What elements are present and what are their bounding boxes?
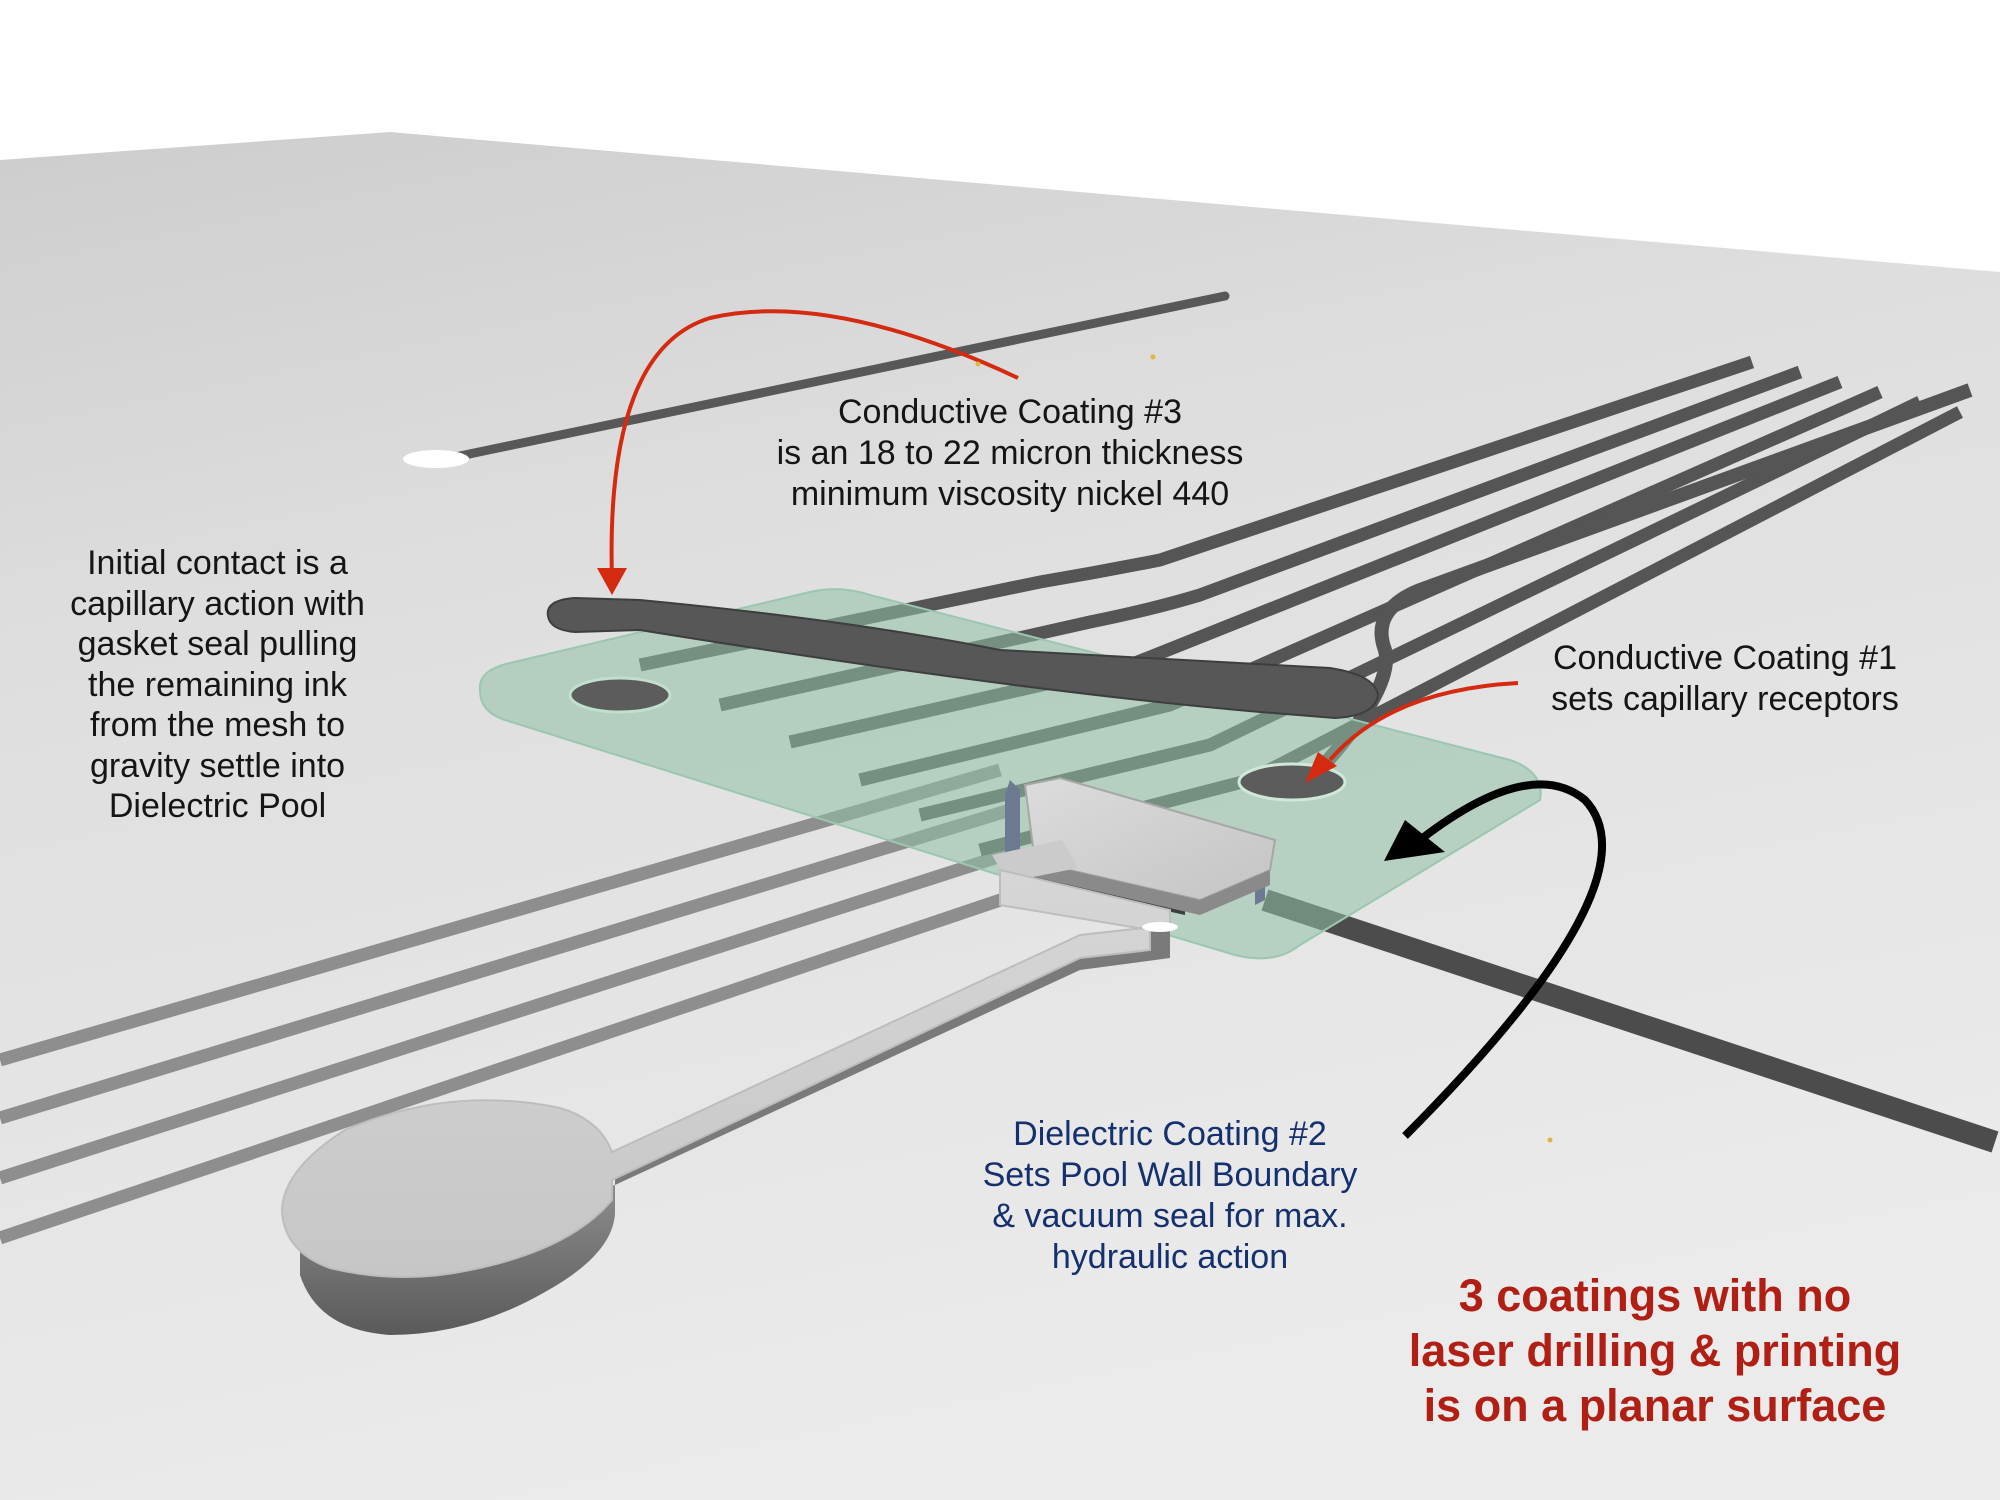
label-line: Conductive Coating #1 [1552, 639, 1897, 677]
label-line: the remaining ink [88, 665, 347, 704]
label-line: is an 18 to 22 micron thickness [776, 434, 1244, 472]
sparkle-dot [1547, 1137, 1553, 1143]
coating-1-red-arrow [1328, 681, 1519, 762]
conductive-coating-3-bar [546, 596, 1380, 720]
coating-1-arrowhead [1305, 752, 1337, 783]
label-line: gravity settle into [89, 746, 346, 785]
capillary-receptor-left [568, 676, 672, 714]
initial-contact-label: Initial contact is a capillary action wi… [30, 543, 405, 827]
label-line: Dielectric Coating #2 [1013, 1115, 1327, 1153]
label-line: 3 coatings with no [1458, 1270, 1852, 1321]
label-line: Initial contact is a [87, 544, 348, 582]
raised-pad-stem [280, 840, 1178, 1335]
label-line: minimum viscosity nickel 440 [790, 475, 1230, 513]
label-line: hydraulic action [1051, 1238, 1289, 1276]
label-line: Dielectric Pool [108, 787, 327, 825]
via-hole [403, 450, 469, 468]
label-line: gasket seal pulling [77, 625, 358, 663]
lower-right-trace [1261, 889, 1999, 1153]
sparkle-dot [1150, 354, 1156, 360]
label-line: capillary action with [70, 584, 365, 623]
coating-3-red-arrow [609, 309, 1019, 581]
coating-3-arrowhead [597, 568, 627, 595]
conductive-coating-3-label: Conductive Coating #3 is an 18 to 22 mic… [740, 392, 1280, 515]
label-line: from the mesh to [89, 706, 346, 744]
dielectric-black-arrowhead [1384, 820, 1445, 861]
top-thin-trace [403, 291, 1230, 468]
label-line: & vacuum seal for max. [992, 1197, 1348, 1235]
summary-callout: 3 coatings with no laser drilling & prin… [1360, 1268, 1950, 1433]
dielectric-coating-2-label: Dielectric Coating #2 Sets Pool Wall Bou… [940, 1114, 1400, 1278]
dielectric-black-arrow [1402, 780, 1607, 1139]
label-line: laser drilling & printing [1408, 1325, 1902, 1376]
label-line: sets capillary receptors [1551, 680, 1899, 718]
conductive-coating-1-label: Conductive Coating #1 sets capillary rec… [1505, 638, 1945, 720]
label-line: Sets Pool Wall Boundary [982, 1156, 1358, 1194]
label-line: Conductive Coating #3 [837, 393, 1182, 431]
label-line: is on a planar surface [1423, 1380, 1887, 1431]
sparkle-dot [975, 361, 981, 367]
